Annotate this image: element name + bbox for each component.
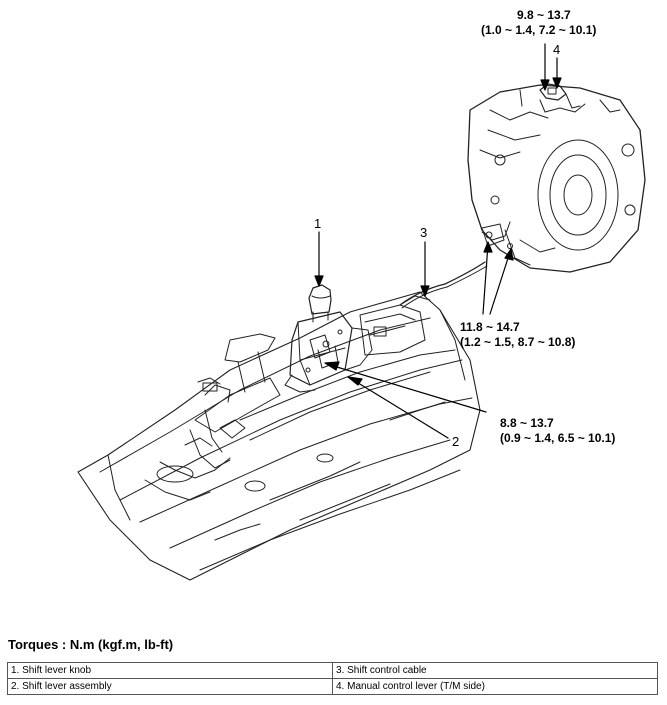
torque-callout-cable-bracket: 11.8 ~ 14.7 (1.2 ~ 1.5, 8.7 ~ 10.8) <box>460 320 575 350</box>
torque-callout-manual-lever: 9.8 ~ 13.7 <box>517 8 571 23</box>
shift-lever-assembly <box>284 311 373 393</box>
shift-lever-assembly-diagram <box>77 43 646 581</box>
torque-alt-value: (0.9 ~ 1.4, 6.5 ~ 10.1) <box>500 431 616 445</box>
table-row: 1. Shift lever knob 3. Shift control cab… <box>7 662 658 679</box>
part-number-2: 2 <box>452 434 460 449</box>
part-number-3: 3 <box>420 225 428 240</box>
transaxle <box>467 83 646 273</box>
cable-bracket <box>359 295 431 356</box>
legend-cell: 1. Shift lever knob <box>7 662 333 679</box>
leader-lines <box>314 43 562 439</box>
torque-callout-manual-lever-alt: (1.0 ~ 1.4, 7.2 ~ 10.1) <box>481 23 596 38</box>
torque-value: 8.8 ~ 13.7 <box>500 416 554 430</box>
parts-legend-table: 1. Shift lever knob 3. Shift control cab… <box>7 662 658 695</box>
legend-cell: 4. Manual control lever (T/M side) <box>332 678 658 695</box>
shift-lever-knob <box>308 284 332 323</box>
torque-units-heading: Torques : N.m (kgf.m, lb-ft) <box>8 637 174 652</box>
legend-cell: 2. Shift lever assembly <box>7 678 333 695</box>
torque-value: 11.8 ~ 14.7 <box>460 320 520 334</box>
part-number-4: 4 <box>553 42 561 57</box>
table-row: 2. Shift lever assembly 4. Manual contro… <box>7 678 658 695</box>
shift-control-cable <box>399 261 488 309</box>
left-bracket <box>184 333 281 469</box>
legend-cell: 3. Shift control cable <box>332 662 658 679</box>
torque-alt-value: (1.0 ~ 1.4, 7.2 ~ 10.1) <box>481 23 597 37</box>
torque-value: 9.8 ~ 13.7 <box>517 8 571 22</box>
torque-alt-value: (1.2 ~ 1.5, 8.7 ~ 10.8) <box>460 335 576 349</box>
floor-panel <box>77 291 481 581</box>
torque-callout-lever-assembly: 8.8 ~ 13.7 (0.9 ~ 1.4, 6.5 ~ 10.1) <box>500 416 615 446</box>
part-number-1: 1 <box>314 216 322 231</box>
